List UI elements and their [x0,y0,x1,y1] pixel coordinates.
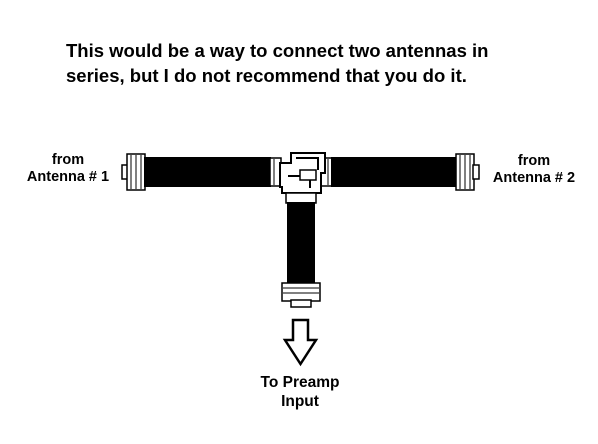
down-arrow-icon [282,318,319,367]
right-coax-cable [320,153,480,191]
label-left-line-2: Antenna # 1 [26,169,110,185]
down-coax-cable [281,192,321,308]
t-adapter [279,152,326,194]
left-cable-body [144,157,271,187]
headline-line-2: series, but I do not recommend that you … [66,65,467,86]
left-coax-cable [121,153,282,191]
right-end-connector-cap [472,164,480,180]
headline-line-1: This would be a way to connect two anten… [66,40,489,61]
headline: This would be a way to connect two anten… [66,38,586,88]
down-bottom-connector-cap [290,299,312,308]
label-bottom-line-1: To Preamp [260,374,340,391]
label-from-antenna-2: from Antenna # 2 [480,153,588,187]
label-to-preamp-input: To Preamp Input [230,373,370,411]
right-cable-body [331,157,457,187]
down-cable-body [287,202,315,283]
label-from-antenna-1: from Antenna # 1 [14,152,122,186]
label-right-line-2: Antenna # 2 [492,170,576,186]
label-bottom-line-2: Input [281,393,319,410]
down-top-connector [285,192,317,204]
label-right-line-1: from [517,153,551,169]
label-left-line-1: from [51,152,85,168]
t-adapter-center-block [299,169,317,181]
down-bottom-connector-body [281,282,321,302]
